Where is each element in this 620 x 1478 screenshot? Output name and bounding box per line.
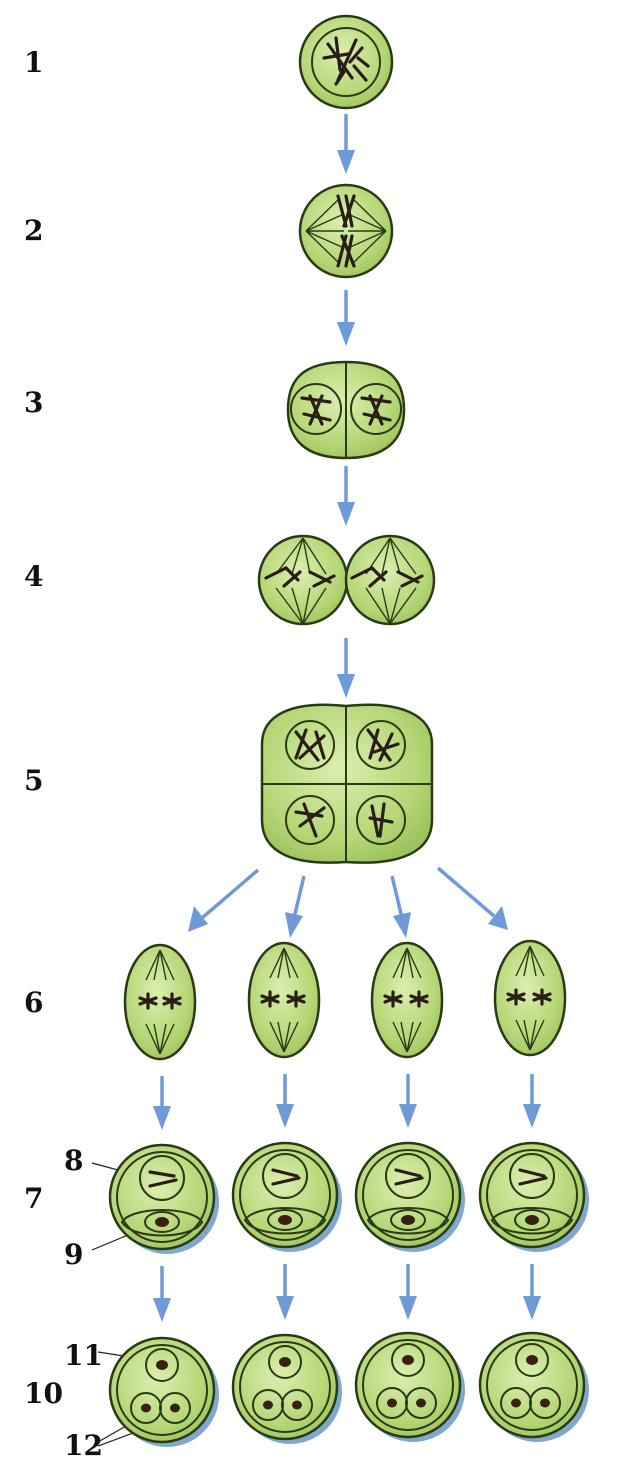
arrow-2-3: [337, 290, 355, 346]
stage-5-tetrad: [260, 703, 434, 864]
arrow-7-10b: [276, 1264, 294, 1320]
stage-7-pollen-3: [354, 1141, 465, 1252]
arrow-1-2: [337, 114, 355, 174]
arrow-6-7d: [523, 1074, 541, 1128]
stage-10-pollen-2: [231, 1333, 342, 1444]
stage-10-pollen-1: [108, 1336, 219, 1447]
arrow-3-4: [337, 466, 355, 526]
arrow-7-10d: [523, 1264, 541, 1320]
stage-10-pollen-4: [478, 1331, 589, 1442]
arrow-5-6c: [390, 875, 411, 938]
arrow-7-10a: [153, 1266, 171, 1322]
stage-7-pollen-4: [478, 1141, 589, 1252]
part-label-11: 11: [64, 1339, 103, 1372]
part-label-12: 12: [64, 1429, 103, 1462]
stage-label-2: 2: [24, 214, 43, 247]
stage-2-spindle-cell: [298, 183, 394, 279]
stage-10-pollen-3: [354, 1331, 465, 1442]
stage-3-dyad: [286, 360, 406, 460]
stage-label-3: 3: [24, 386, 43, 419]
stage-6-cell-4: [493, 939, 567, 1057]
arrow-6-7b: [276, 1074, 294, 1128]
stage-label-4: 4: [24, 560, 43, 593]
part-label-9: 9: [64, 1238, 83, 1271]
arrow-4-5: [337, 638, 355, 698]
part-label-8: 8: [64, 1144, 83, 1177]
stage-label-7: 7: [24, 1182, 43, 1215]
arrow-6-7c: [399, 1074, 417, 1128]
stage-6-cell-3: [370, 941, 444, 1059]
stage-label-5: 5: [24, 764, 43, 797]
stage-7-pollen-2: [231, 1141, 342, 1252]
arrow-6-7a: [153, 1076, 171, 1130]
stage-6-cell-2: [247, 941, 321, 1059]
stage-label-10: 10: [24, 1377, 63, 1410]
arrow-5-6d: [436, 866, 508, 930]
arrow-5-6b: [285, 875, 306, 938]
stage-4-second-division: [257, 534, 436, 626]
stage-1-mother-cell: [298, 14, 394, 110]
stage-label-6: 6: [24, 986, 43, 1019]
stage-7-pollen-1: [108, 1143, 219, 1254]
stage-6-cell-1: [123, 943, 197, 1061]
arrow-7-10c: [399, 1264, 417, 1320]
arrow-5-6a: [188, 868, 260, 932]
stage-label-1: 1: [24, 46, 43, 79]
